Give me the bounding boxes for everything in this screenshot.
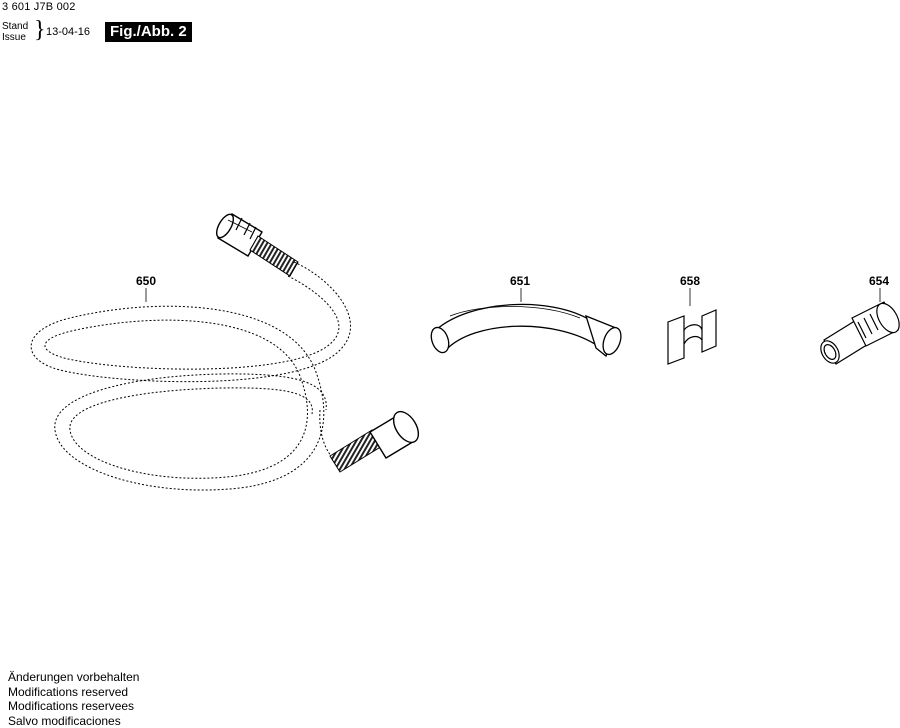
notice-line-fr: Modifications reservees: [8, 699, 139, 714]
modifications-notice: Änderungen vorbehalten Modifications res…: [8, 670, 139, 728]
hose-coil: [31, 262, 350, 490]
notice-line-en: Modifications reserved: [8, 685, 139, 700]
hose-top-ribbed: [250, 236, 298, 276]
notice-line-es: Salvo modificaciones: [8, 714, 139, 728]
hose-bottom-cuff: [370, 407, 423, 458]
part-658-clip: [668, 288, 716, 364]
part-label-658: 658: [680, 274, 700, 288]
part-label-650: 650: [136, 274, 156, 288]
part-label-654: 654: [869, 274, 889, 288]
part-label-651: 651: [510, 274, 530, 288]
notice-line-de: Änderungen vorbehalten: [8, 670, 139, 685]
part-651-curved-tube: [428, 288, 624, 357]
part-650-hose: [31, 212, 423, 490]
part-654-adapter: [817, 288, 900, 366]
